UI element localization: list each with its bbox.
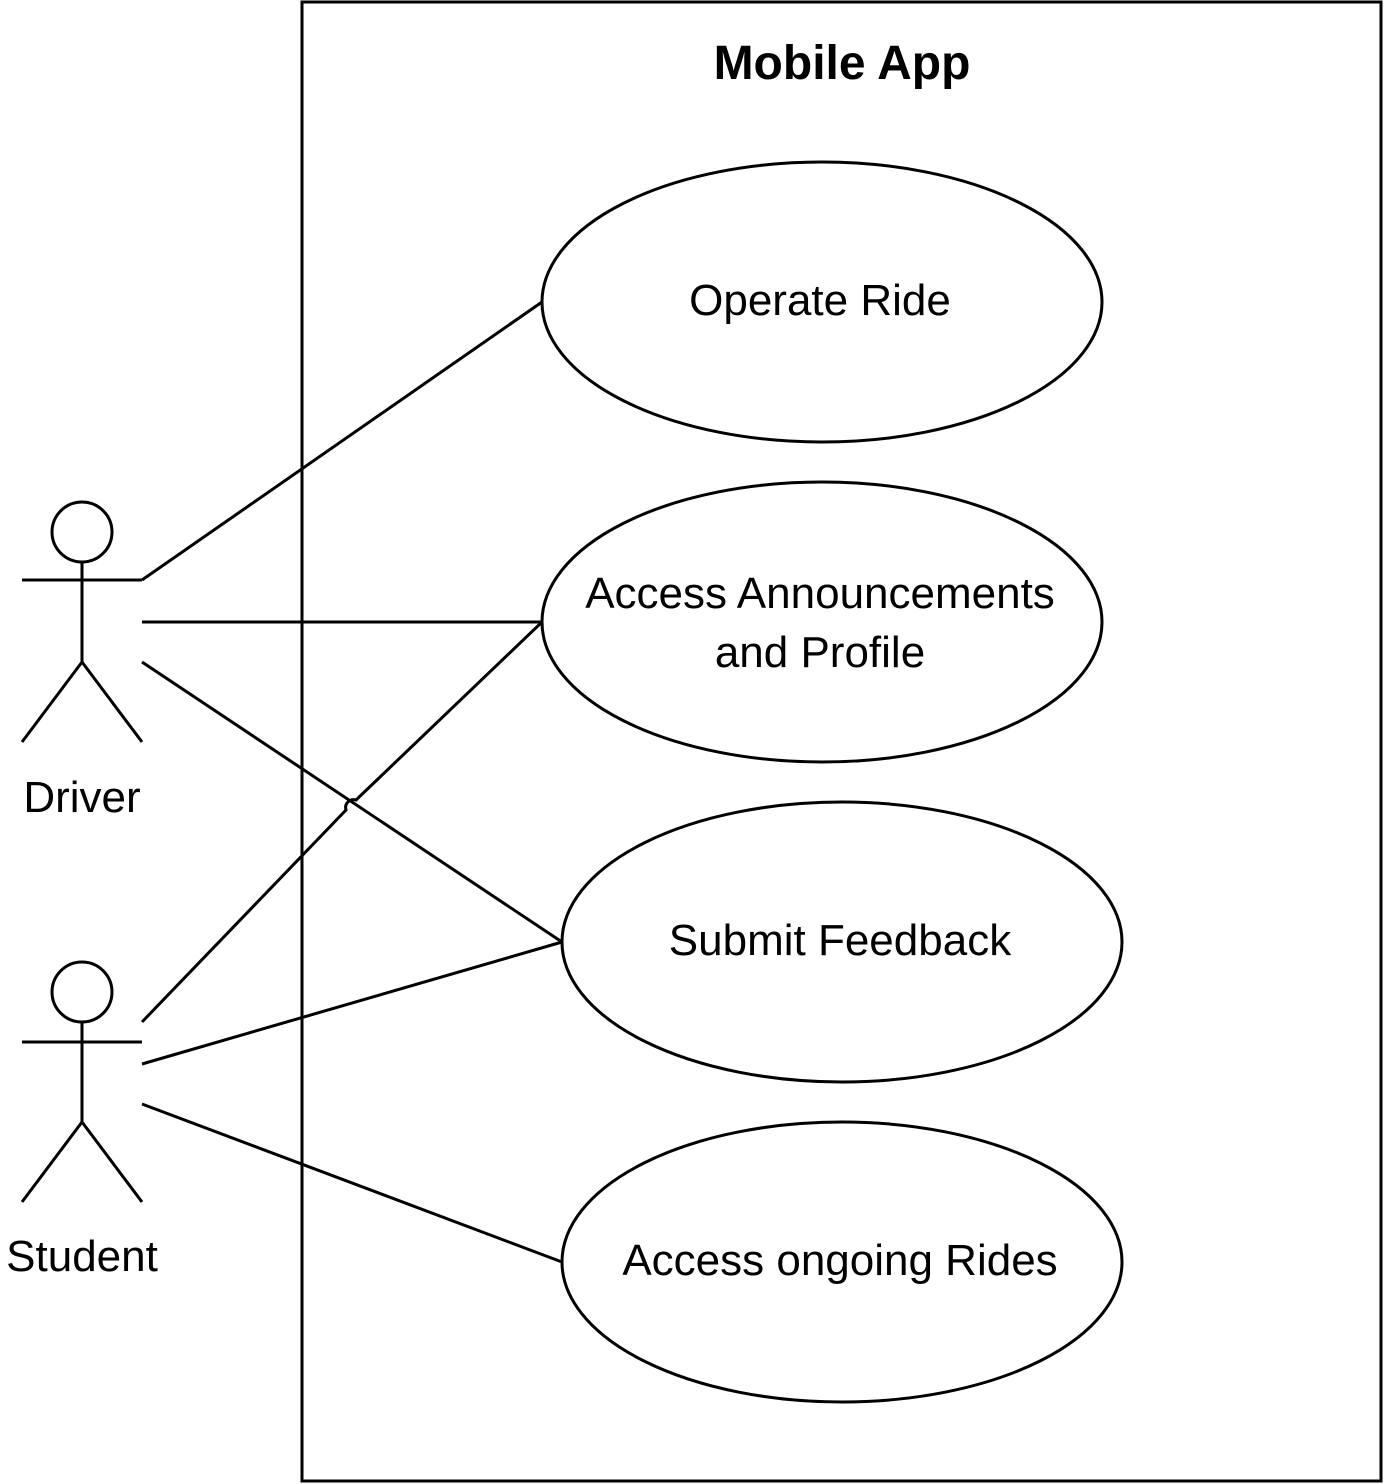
association-driver-operate-ride — [141, 300, 543, 582]
use-case-ellipse — [540, 480, 1104, 764]
use-case-label: Access ongoing Rides — [622, 1236, 1057, 1285]
association-student-access-ongoing-rides — [141, 1102, 563, 1264]
use-case-ellipse — [540, 160, 1104, 444]
use-case-submit-feedback: Submit Feedback — [560, 800, 1124, 1084]
actor-driver: Driver — [20, 500, 144, 822]
use-case-label: Submit Feedback — [669, 916, 1012, 965]
use-case-label-line-1: Access Announcements — [585, 569, 1055, 618]
association-driver-submit-feedback — [141, 660, 563, 944]
use-case-access-ongoing-rides: Access ongoing Rides — [560, 1120, 1124, 1404]
actor-right-leg — [80, 1121, 144, 1203]
actor-left-leg — [20, 661, 84, 743]
use-case-label: Operate Ride — [689, 276, 951, 325]
use-case-ellipse — [560, 1120, 1124, 1404]
system-boundary — [300, 0, 1383, 1483]
actor-label: Driver — [23, 773, 140, 822]
actor-right-leg — [80, 661, 144, 743]
association-student-submit-feedback — [141, 940, 563, 1066]
system-title: Mobile App — [714, 37, 971, 90]
actor-label: Student — [6, 1232, 158, 1281]
associations — [140, 300, 563, 1264]
actor-head — [50, 500, 114, 564]
use-case-operate-ride: Operate Ride — [540, 160, 1104, 444]
actor-student: Student — [6, 960, 158, 1281]
use-case-access-announcements: Access Announcements and Profile — [540, 480, 1104, 764]
association-student-access-announcements — [140, 620, 544, 1024]
use-case-label-line-2: and Profile — [715, 628, 925, 677]
use-case-ellipse — [560, 800, 1124, 1084]
actor-head — [50, 960, 114, 1024]
actor-left-leg — [20, 1121, 84, 1203]
